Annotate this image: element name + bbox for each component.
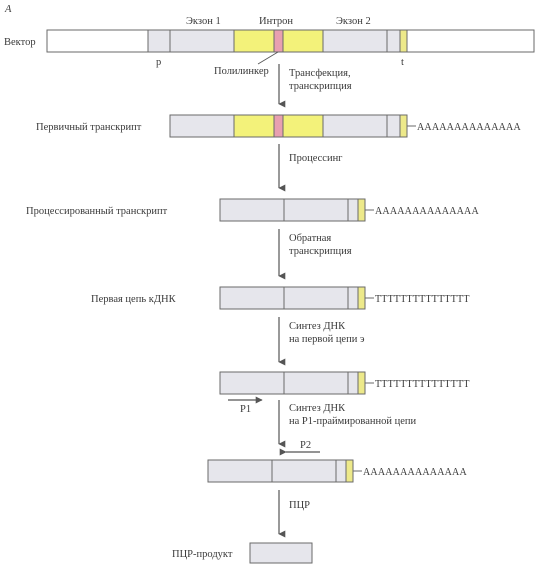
fs-exon1-box: [219, 286, 285, 310]
primer-p1-label: P1: [240, 404, 251, 415]
ds-signal-box: [345, 459, 354, 483]
proc-exon2-box: [283, 198, 349, 222]
step4-line1: Синтез ДНК: [289, 321, 346, 332]
pcr-product-label: ПЦР-продукт: [172, 549, 233, 560]
pt-intron-right-box: [282, 114, 324, 138]
promoter-label: p: [156, 57, 161, 68]
proc-signal-box: [357, 198, 366, 222]
fs-utr-box: [347, 286, 359, 310]
vector-construct: [46, 29, 535, 53]
fs-exon2-box: [283, 286, 349, 310]
fifth-polyt-tail: TTTTTTTTTTTTTTT: [375, 379, 470, 390]
processed-transcript-label: Процессированный транскрипт: [26, 206, 168, 217]
exon1-box: [169, 29, 235, 53]
template-with-p1: [219, 371, 374, 395]
pt-exon1-box: [169, 114, 235, 138]
proc-utr-box: [347, 198, 359, 222]
first-strand-label: Первая цепь кДНК: [91, 294, 177, 305]
pt-polylinker-box: [273, 114, 284, 138]
intron-left-box: [233, 29, 275, 53]
proc-exon1-box: [219, 198, 285, 222]
primary-transcript: [169, 114, 416, 138]
primer-p2-label: P2: [300, 440, 311, 451]
polylinker-label: Полилинкер: [214, 66, 269, 77]
step2-line1: Процессинг: [289, 153, 343, 164]
step3-line2: транскрипция: [289, 246, 352, 257]
step4-line2: на первой цепи э: [289, 334, 365, 345]
intron-right-box: [282, 29, 324, 53]
polylinker-pointer: [257, 51, 279, 65]
pt-utr-box: [386, 114, 401, 138]
exon1-label: Экзон 1: [186, 16, 221, 27]
panel-letter: А: [4, 4, 12, 15]
step1-line2: транскрипция: [289, 81, 352, 92]
terminator-region: [386, 29, 401, 53]
polya-signal-box: [399, 29, 408, 53]
sixth-polya-tail: AAAAAAAAAAAAAA: [363, 467, 467, 478]
step6-line1: ПЦР: [289, 500, 310, 511]
primary-transcript-label: Первичный транскрипт: [36, 122, 142, 133]
ds-exon2-box: [271, 459, 337, 483]
pt-signal-box: [399, 114, 408, 138]
t5-exon2-box: [283, 371, 349, 395]
exon2-label: Экзон 2: [336, 16, 371, 27]
pt-intron-left-box: [233, 114, 275, 138]
ds-exon1-box: [207, 459, 273, 483]
pcr-product-box: [249, 542, 313, 564]
fs-signal-box: [357, 286, 366, 310]
t5-signal-box: [357, 371, 366, 395]
vector-label: Вектор: [4, 37, 36, 48]
intron-label: Интрон: [259, 16, 293, 27]
ds-cdna: [207, 459, 362, 483]
promoter-region: [147, 29, 171, 53]
exon2-box: [322, 29, 388, 53]
primary-polya-tail: AAAAAAAAAAAAAA: [417, 122, 521, 133]
step3-line1: Обратная: [289, 233, 331, 244]
processed-transcript: [219, 198, 374, 222]
pt-exon2-box: [322, 114, 388, 138]
step5-line1: Синтез ДНК: [289, 403, 346, 414]
processed-polya-tail: AAAAAAAAAAAAAA: [375, 206, 479, 217]
first-strand-cdna: [219, 286, 374, 310]
step5-line2: на P1-праймированной цепи: [289, 416, 417, 427]
terminator-label: t: [401, 57, 404, 68]
polylinker-box: [273, 29, 284, 53]
ds-utr-box: [335, 459, 347, 483]
t5-utr-box: [347, 371, 359, 395]
t5-exon1-box: [219, 371, 285, 395]
step1-line1: Трансфекция,: [289, 68, 351, 79]
first-strand-polyt-tail: TTTTTTTTTTTTTTT: [375, 294, 470, 305]
